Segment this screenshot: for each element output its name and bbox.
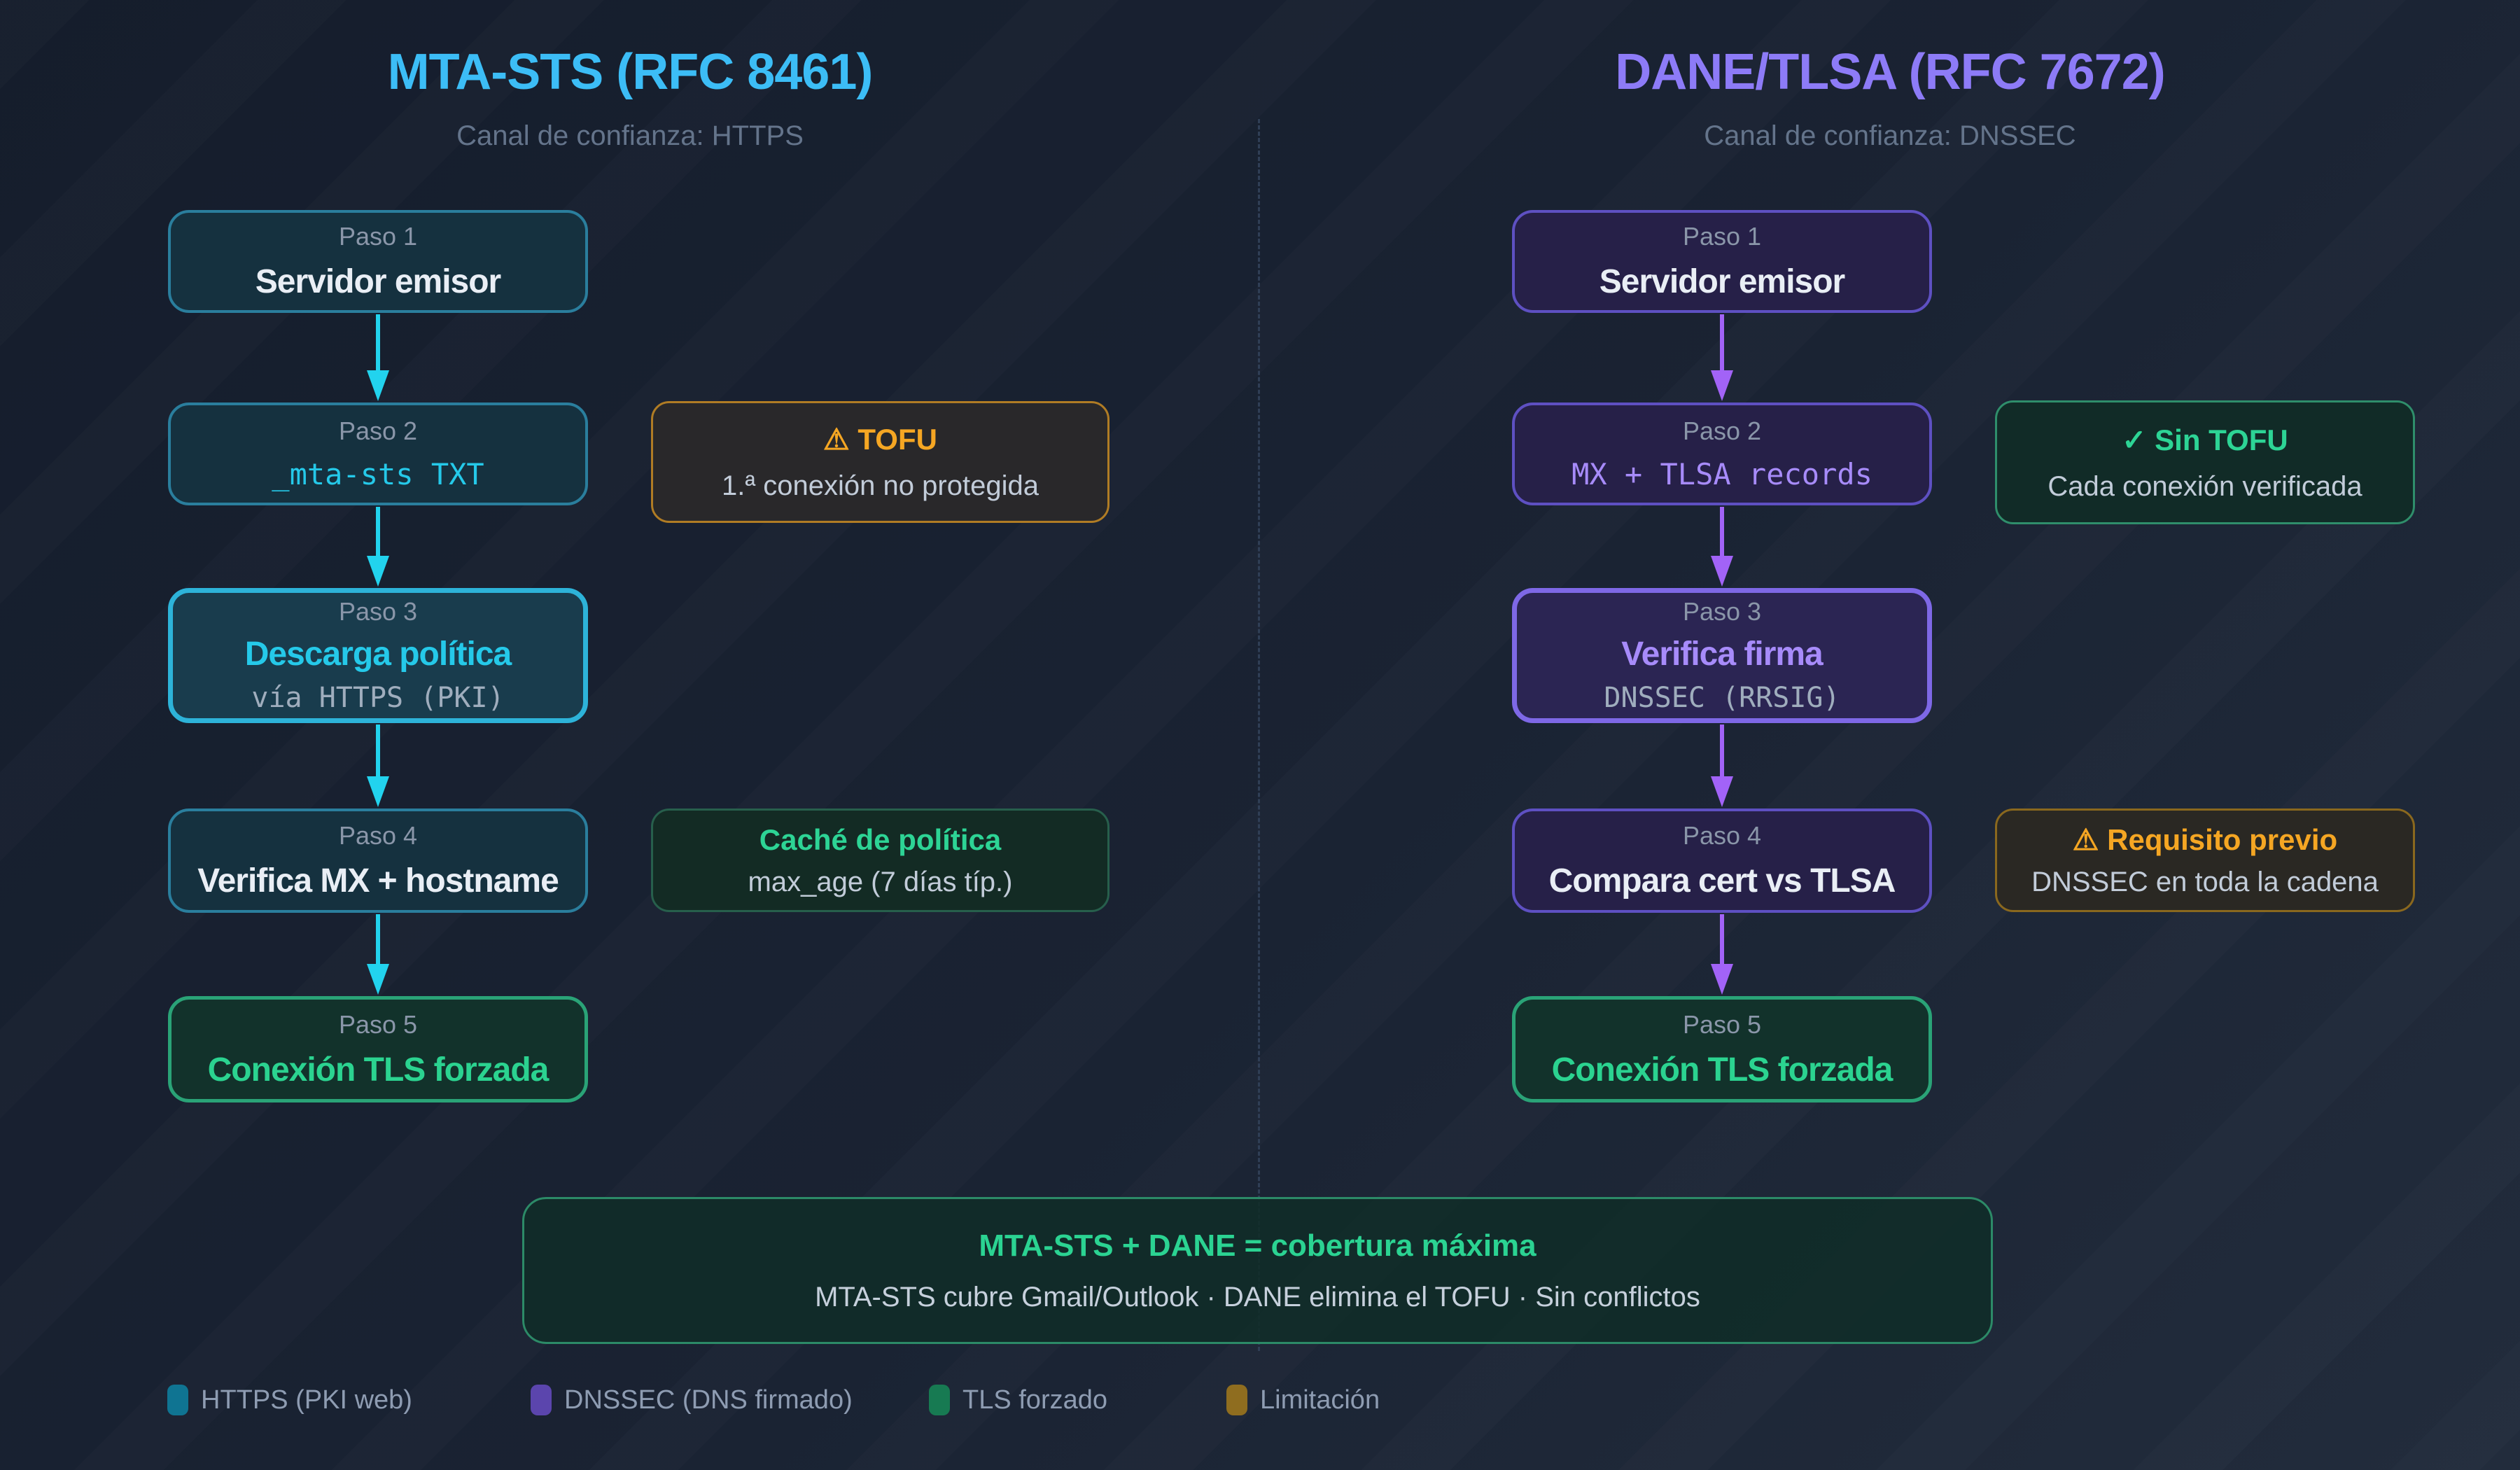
note-title-text: Sin TOFU xyxy=(2155,423,2288,456)
tls-color-swatch xyxy=(929,1385,950,1415)
note-body: Cada conexión verificada xyxy=(2047,470,2362,502)
note-title: Caché de política xyxy=(759,822,1002,856)
warning-icon: ⚠ xyxy=(2072,823,2099,856)
dane-step-2-box: Paso 2 MX + TLSA records xyxy=(1512,402,1932,505)
step-title: Servidor emisor xyxy=(1599,263,1845,300)
column-divider xyxy=(1258,119,1260,1351)
summary-body: MTA-STS cubre Gmail/Outlook · DANE elimi… xyxy=(815,1281,1700,1312)
note-body: max_age (7 días típ.) xyxy=(748,866,1013,897)
legend-label: Limitación xyxy=(1260,1385,1380,1415)
flow-arrow-down-icon xyxy=(362,507,394,587)
step-label: Paso 2 xyxy=(338,416,418,445)
step-title: Descarga política xyxy=(244,636,512,673)
step-title: MX + TLSA records xyxy=(1572,457,1872,491)
step-label: Paso 3 xyxy=(1682,597,1762,626)
note-body: 1.ª conexión no protegida xyxy=(722,470,1039,501)
dane-header: DANE/TLSA (RFC 7672) Canal de confianza:… xyxy=(1260,43,2520,152)
legend-label: DNSSEC (DNS firmado) xyxy=(564,1385,853,1415)
step-detail: DNSSEC (RRSIG) xyxy=(1604,682,1840,714)
flow-arrow-down-icon xyxy=(1706,724,1738,807)
note-title-text: Requisito previo xyxy=(2107,823,2338,856)
step-title: _mta-sts TXT xyxy=(272,457,484,491)
mta-step-5-box: Paso 5 Conexión TLS forzada xyxy=(168,996,588,1102)
note-title: ✓ Sin TOFU xyxy=(2122,423,2288,457)
prerequisite-note: ⚠ Requisito previo DNSSEC en toda la cad… xyxy=(1995,808,2415,912)
step-label: Paso 5 xyxy=(338,1009,418,1039)
legend-item-tls: TLS forzado xyxy=(929,1385,1107,1415)
step-title: Servidor emisor xyxy=(255,263,501,300)
note-body: DNSSEC en toda la cadena xyxy=(2031,867,2379,897)
https-color-swatch xyxy=(167,1385,188,1415)
step-label: Paso 1 xyxy=(338,222,418,251)
step-title: Conexión TLS forzada xyxy=(207,1051,550,1088)
step-title: Verifica MX + hostname xyxy=(197,862,559,899)
check-icon: ✓ xyxy=(2122,423,2147,456)
flow-arrow-down-icon xyxy=(1706,507,1738,587)
mta-step-2-box: Paso 2 _mta-sts TXT xyxy=(168,402,588,505)
legend-item-dnssec: DNSSEC (DNS firmado) xyxy=(531,1385,853,1415)
tofu-warning-note: ⚠ TOFU 1.ª conexión no protegida xyxy=(651,401,1110,523)
summary-title: MTA-STS + DANE = cobertura máxima xyxy=(979,1228,1536,1263)
step-title: Compara cert vs TLSA xyxy=(1548,862,1896,899)
summary-banner: MTA-STS + DANE = cobertura máxima MTA-ST… xyxy=(522,1197,1993,1344)
note-title-text: TOFU xyxy=(858,423,937,456)
flow-arrow-down-icon xyxy=(362,724,394,807)
step-label: Paso 2 xyxy=(1682,416,1762,445)
dane-step-4-box: Paso 4 Compara cert vs TLSA xyxy=(1512,808,1932,913)
legend-label: TLS forzado xyxy=(962,1385,1107,1415)
flow-arrow-down-icon xyxy=(1706,314,1738,401)
step-title: Verifica firma xyxy=(1621,636,1823,673)
flow-arrow-down-icon xyxy=(362,314,394,401)
mta-step-1-box: Paso 1 Servidor emisor xyxy=(168,210,588,313)
step-label: Paso 4 xyxy=(338,821,418,850)
mta-sts-title: MTA-STS (RFC 8461) xyxy=(387,44,874,100)
mta-sts-header: MTA-STS (RFC 8461) Canal de confianza: H… xyxy=(0,43,1260,152)
limitation-color-swatch xyxy=(1226,1385,1247,1415)
legend-item-limitation: Limitación xyxy=(1226,1385,1380,1415)
dane-subtitle: Canal de confianza: DNSSEC xyxy=(1704,120,2076,151)
mta-step-4-box: Paso 4 Verifica MX + hostname xyxy=(168,808,588,913)
mta-sts-subtitle: Canal de confianza: HTTPS xyxy=(456,120,804,151)
no-tofu-note: ✓ Sin TOFU Cada conexión verificada xyxy=(1995,400,2415,524)
step-label: Paso 3 xyxy=(338,597,418,626)
step-label: Paso 1 xyxy=(1682,222,1762,251)
warning-icon: ⚠ xyxy=(823,423,850,456)
dane-step-3-box: Paso 3 Verifica firma DNSSEC (RRSIG) xyxy=(1512,588,1932,723)
dnssec-color-swatch xyxy=(531,1385,552,1415)
step-title: Conexión TLS forzada xyxy=(1551,1051,1893,1088)
dane-step-5-box: Paso 5 Conexión TLS forzada xyxy=(1512,996,1932,1102)
step-label: Paso 5 xyxy=(1682,1009,1762,1039)
legend-item-https: HTTPS (PKI web) xyxy=(167,1385,412,1415)
flow-arrow-down-icon xyxy=(1706,914,1738,995)
flow-arrow-down-icon xyxy=(362,914,394,995)
step-detail: vía HTTPS (PKI) xyxy=(251,682,505,714)
note-title: ⚠ TOFU xyxy=(823,422,937,456)
dane-title: DANE/TLSA (RFC 7672) xyxy=(1615,44,2165,100)
policy-cache-note: Caché de política max_age (7 días típ.) xyxy=(651,808,1110,912)
dane-step-1-box: Paso 1 Servidor emisor xyxy=(1512,210,1932,313)
step-label: Paso 4 xyxy=(1682,821,1762,850)
legend-label: HTTPS (PKI web) xyxy=(201,1385,412,1415)
mta-step-3-box: Paso 3 Descarga política vía HTTPS (PKI) xyxy=(168,588,588,723)
note-title: ⚠ Requisito previo xyxy=(2073,822,2337,857)
